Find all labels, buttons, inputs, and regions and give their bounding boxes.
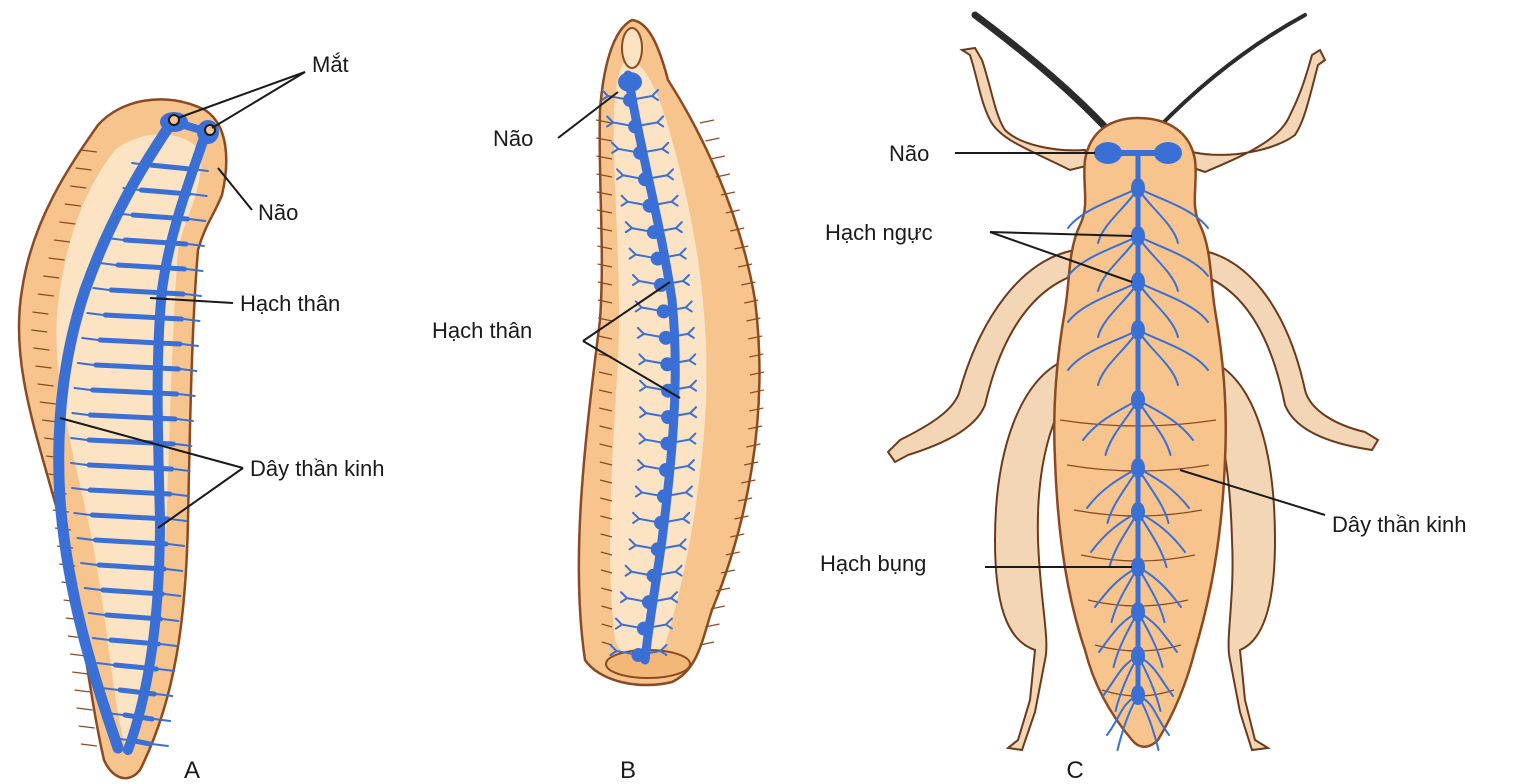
insect-ganglion <box>1131 390 1145 410</box>
panel-b-annelid: Não Hạch thân B <box>432 20 764 784</box>
panel-a-flatworm: Mắt Não Hạch thân Dây thần kinh A <box>19 52 385 784</box>
flatworm-edge-tick <box>79 726 95 728</box>
label-b-brain: Não <box>493 126 533 151</box>
flatworm-edge-tick <box>72 672 88 674</box>
label-a-body-ganglia: Hạch thân <box>240 291 340 316</box>
insect-ganglion <box>1131 178 1145 198</box>
label-c-brain: Não <box>889 141 929 166</box>
flatworm-edge-tick <box>74 690 90 692</box>
label-c-abdominal-ganglia: Hạch bụng <box>820 551 926 576</box>
label-c-thoracic-ganglia: Hạch ngực <box>825 220 933 245</box>
flatworm-edge-tick <box>77 708 93 710</box>
insect-ganglion <box>1131 320 1145 340</box>
caption-b: B <box>620 757 636 784</box>
annelid-mouth <box>622 28 642 68</box>
insect-ganglion <box>1131 557 1145 577</box>
insect-front-leg-right <box>1185 50 1325 172</box>
label-a-eye: Mắt <box>312 52 349 77</box>
annelid-segment-tick <box>711 156 725 159</box>
label-b-body-ganglia: Hạch thân <box>432 318 532 343</box>
insect-ganglion <box>1131 226 1145 246</box>
label-c-nerve-cords: Dây thần kinh <box>1332 512 1467 537</box>
annelid-brain <box>618 72 642 92</box>
annelid-segment-tick <box>700 120 714 123</box>
insect-front-leg-left <box>962 48 1090 170</box>
caption-a: A <box>184 757 200 784</box>
label-a-nerve-cords: Dây thần kinh <box>250 456 385 481</box>
label-a-brain: Não <box>258 200 298 225</box>
flatworm-lateral-nerve <box>152 744 168 746</box>
insect-ganglion <box>1131 646 1145 666</box>
insect-ganglion <box>1131 502 1145 522</box>
annelid-segment-tick <box>705 138 719 141</box>
insect-ganglion <box>1131 602 1145 622</box>
caption-c: C <box>1066 757 1083 784</box>
insect-ganglion <box>1131 458 1145 478</box>
insect-antenna-right <box>1158 15 1305 128</box>
insect-ganglion <box>1131 272 1145 292</box>
flatworm-edge-tick <box>81 744 97 746</box>
flatworm-eye-left <box>169 115 179 125</box>
insect-ganglion <box>1131 685 1145 705</box>
panel-c-insect: Não Hạch ngực Hạch bụng Dây thần kinh C <box>820 15 1467 784</box>
